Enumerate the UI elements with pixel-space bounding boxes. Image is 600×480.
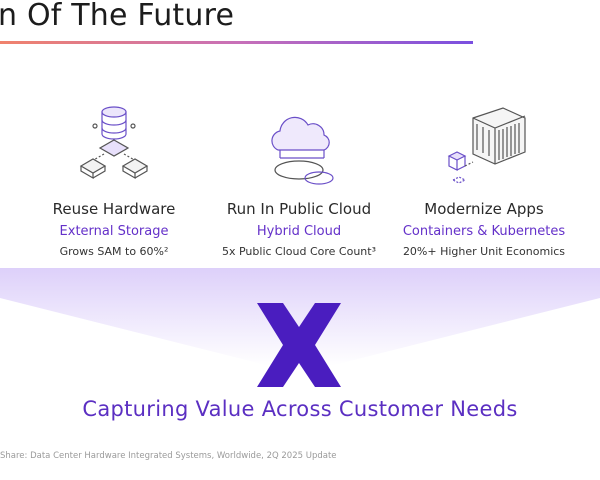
container-icon xyxy=(429,100,539,192)
column-modernize-apps: Modernize Apps Containers & Kubernetes 2… xyxy=(389,100,579,258)
column-subheading: Hybrid Cloud xyxy=(256,224,342,239)
cloud-icon xyxy=(244,100,354,192)
funnel-shape xyxy=(0,268,600,366)
column-stat: 20%+ Higher Unit Economics xyxy=(402,245,566,258)
column-heading: Run In Public Cloud xyxy=(226,200,372,218)
column-heading: Modernize Apps xyxy=(424,200,544,218)
source-footnote: Share: Data Center Hardware Integrated S… xyxy=(0,451,337,461)
column-subheading: Containers & Kubernetes xyxy=(402,224,566,239)
slide-title: n Of The Future xyxy=(0,0,235,33)
storage-database-icon xyxy=(59,100,169,192)
column-stat: 5x Public Cloud Core Count³ xyxy=(221,245,376,258)
title-underline xyxy=(0,41,473,44)
column-reuse-hardware: Reuse Hardware External Storage Grows SA… xyxy=(19,100,209,258)
column-heading: Reuse Hardware xyxy=(52,200,176,218)
column-subheading: External Storage xyxy=(59,224,169,239)
tagline: Capturing Value Across Customer Needs xyxy=(82,397,518,421)
column-public-cloud: Run In Public Cloud Hybrid Cloud 5x Publ… xyxy=(204,100,394,258)
column-stat: Grows SAM to 60%² xyxy=(59,245,169,258)
x-logo-icon xyxy=(257,303,341,387)
